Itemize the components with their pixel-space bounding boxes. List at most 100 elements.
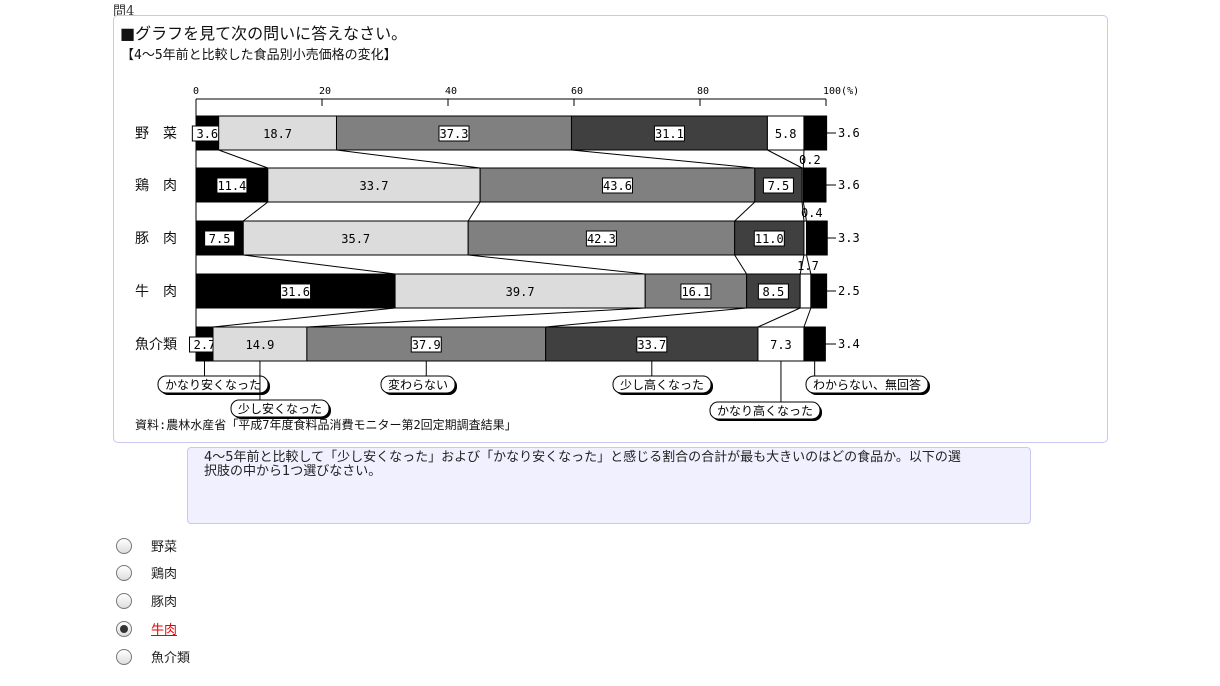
x-tick-label: 80 [697, 86, 709, 97]
callout-box [230, 399, 330, 418]
connector-line [803, 307, 812, 328]
label-box [280, 283, 312, 300]
category-label: 魚介類 [135, 337, 177, 353]
data-label: 0.4 [801, 206, 823, 220]
connector-line [467, 201, 481, 222]
data-label: 7.5 [209, 232, 231, 246]
option-2[interactable]: 鶏肉 [116, 563, 177, 582]
legend-label: 変わらない [388, 377, 448, 392]
bar-segment [799, 273, 812, 309]
data-label: 1.7 [797, 259, 819, 273]
connector-line [757, 307, 801, 328]
connector-line [801, 201, 805, 222]
connector-line [218, 149, 268, 169]
legend-label: かなり高くなった [717, 403, 813, 418]
data-label: 39.7 [506, 285, 535, 299]
connector-line [734, 201, 756, 222]
data-label: 2.7 [194, 338, 216, 352]
label-box [410, 336, 442, 353]
category-label: 野 菜 [135, 126, 177, 142]
data-label: 37.9 [412, 338, 441, 352]
data-label: 11.0 [755, 232, 784, 246]
data-label: 3.3 [838, 231, 860, 245]
connector-line [336, 149, 481, 169]
data-label: 42.3 [587, 232, 616, 246]
question-text: 4～5年前と比較して「少し安くなった」および「かなり安くなった」と感じる割合の合… [204, 450, 961, 479]
connector-line [468, 254, 646, 275]
data-label: 3.4 [838, 337, 860, 351]
radio-button[interactable] [116, 592, 132, 609]
data-label: 8.5 [763, 285, 785, 299]
data-label: 14.9 [245, 338, 274, 352]
option-label[interactable]: 野菜 [151, 540, 178, 555]
legend-label: わからない、無回答 [813, 377, 921, 392]
callout-box [709, 401, 821, 420]
category-label: 豚 肉 [135, 231, 177, 247]
label-box [438, 125, 470, 142]
radio-button[interactable] [116, 564, 132, 581]
option-label[interactable]: 豚肉 [151, 595, 178, 610]
connector-line [767, 149, 803, 169]
bar-segment [644, 273, 748, 309]
connector-line [802, 149, 805, 169]
option-4[interactable]: 牛肉 [116, 619, 177, 638]
connector-line [802, 201, 807, 222]
data-label: 5.8 [775, 127, 797, 141]
radio-button[interactable] [116, 648, 132, 665]
callout-box [157, 375, 269, 394]
option-label[interactable]: 牛肉 [151, 623, 178, 638]
label-box [636, 336, 668, 353]
data-label: 37.3 [440, 127, 469, 141]
option-label[interactable]: 鶏肉 [151, 567, 178, 582]
option-3[interactable]: 豚肉 [116, 591, 177, 610]
data-label: 33.7 [360, 179, 389, 193]
data-label: 31.1 [655, 127, 684, 141]
data-label: 35.7 [341, 232, 370, 246]
label-box [601, 177, 633, 194]
connector-line [734, 254, 748, 275]
option-1[interactable]: 野菜 [116, 536, 177, 555]
data-label: 43.6 [603, 179, 632, 193]
x-tick-label: 0 [193, 86, 199, 97]
label-box [585, 230, 617, 247]
source-note: 資料:農林水産省「平成7年度食料品消費モニター第2回定期調査結果」 [135, 417, 517, 432]
data-label: 3.6 [838, 178, 860, 192]
label-box [762, 177, 794, 194]
label-box [216, 177, 248, 194]
option-label[interactable]: 魚介類 [151, 651, 191, 666]
label-box [653, 125, 685, 142]
legend-label: 少し高くなった [620, 377, 704, 392]
data-label: 18.7 [263, 127, 292, 141]
x-tick-label: 20 [319, 86, 331, 97]
data-label: 31.6 [281, 285, 310, 299]
label-box [757, 283, 789, 300]
connector-line [799, 254, 805, 275]
legend-label: かなり安くなった [165, 377, 261, 392]
label-box [204, 230, 236, 247]
data-label: 3.6 [196, 127, 218, 141]
bar-segment [766, 115, 805, 151]
data-label: 33.7 [637, 338, 666, 352]
bar-segment [242, 220, 469, 256]
option-5[interactable]: 魚介類 [116, 647, 190, 666]
category-label: 鶏 肉 [135, 178, 177, 194]
instruction: ■グラフを見て次の問いに答えなさい。 [120, 24, 408, 43]
connector-line [243, 254, 396, 275]
data-label: 3.6 [838, 126, 860, 140]
callout-box [805, 375, 929, 394]
x-tick-label: 100(%) [823, 86, 859, 97]
connector-line [242, 201, 269, 222]
legend-label: 少し安くなった [238, 401, 322, 416]
x-tick-label: 40 [445, 86, 457, 97]
callout-box [612, 375, 712, 394]
data-label: 7.5 [768, 179, 790, 193]
data-label: 7.3 [770, 338, 792, 352]
label-box [753, 230, 785, 247]
connector-line [545, 307, 747, 328]
question-box: 4～5年前と比較して「少し安くなった」および「かなり安くなった」と感じる割合の合… [187, 447, 1031, 524]
label-box [680, 283, 712, 300]
radio-button[interactable] [116, 620, 132, 637]
category-label: 牛 肉 [135, 284, 177, 300]
radio-button[interactable] [116, 537, 132, 554]
